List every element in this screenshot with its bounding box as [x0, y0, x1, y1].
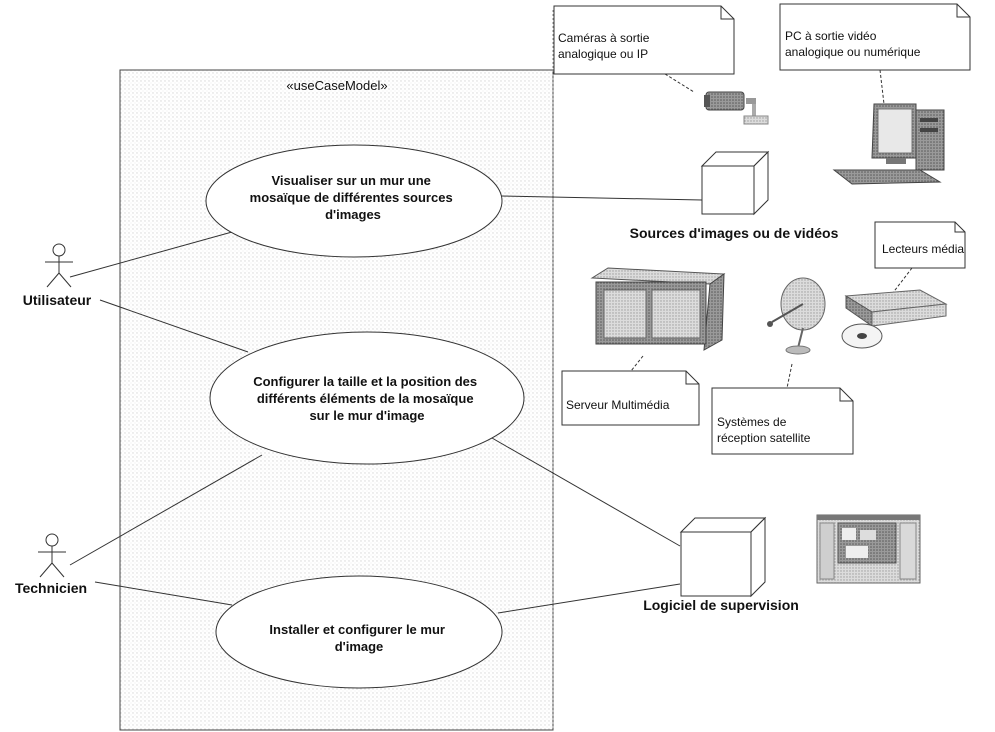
svg-text:Visualiser sur un mur une: Visualiser sur un mur une mosaïque de di…	[250, 173, 457, 222]
association-line	[99, 299, 249, 353]
note-serveur[interactable]: Serveur Multimédia	[561, 370, 700, 426]
use-case-line: Installer et configurer le mur	[269, 622, 445, 637]
use-case-installer[interactable]: Installer et configurer le mur d'image	[215, 575, 503, 689]
svg-text:Configurer la taille et la pos: Configurer la taille et la position des …	[253, 374, 481, 423]
svg-text:Serveur Multimédia: Serveur Multimédia	[566, 398, 670, 412]
note-satellite[interactable]: Systèmes de réception satellite	[711, 387, 854, 455]
association-line	[69, 454, 263, 566]
note-pc[interactable]: PC à sortie vidéo analogique ou numériqu…	[779, 3, 971, 71]
association-line	[491, 437, 681, 547]
svg-text:Installer et configurer le mur: Installer et configurer le mur d'image	[269, 622, 448, 654]
actor-utilisateur[interactable]: Utilisateur	[23, 243, 92, 308]
use-case-line: sur le mur d'image	[309, 408, 424, 423]
note-line: analogique ou IP	[558, 47, 648, 61]
associations	[69, 195, 703, 614]
association-line	[94, 581, 233, 606]
svg-text:Caméras à sortie analogi: Caméras à sortie analogique ou IP	[558, 31, 653, 61]
association-line	[69, 231, 233, 278]
svg-text:Lecteurs média: Lecteurs média	[882, 242, 964, 256]
software-screenshot-icon	[816, 514, 921, 584]
node-logiciel[interactable]: Logiciel de supervision	[643, 516, 799, 613]
actor-label: Technicien	[15, 580, 87, 596]
node-label: Sources d'images ou de vidéos	[630, 225, 839, 241]
note-lecteurs[interactable]: Lecteurs média	[874, 221, 966, 269]
note-line: Serveur Multimédia	[566, 398, 670, 412]
actor-label: Utilisateur	[23, 292, 92, 308]
association-line	[499, 195, 703, 201]
actor-technicien[interactable]: Technicien	[15, 533, 87, 596]
node-sources[interactable]: Sources d'images ou de vidéos	[630, 150, 839, 241]
note-line: Caméras à sortie	[558, 31, 650, 45]
use-case-line: d'image	[335, 639, 384, 654]
note-line: analogique ou numérique	[785, 45, 921, 59]
note-line: PC à sortie vidéo	[785, 29, 877, 43]
media-player-icon	[841, 289, 948, 349]
note-cameras[interactable]: Caméras à sortie analogique ou IP	[553, 5, 735, 75]
use-case-line: Visualiser sur un mur une	[271, 173, 430, 188]
node-label: Logiciel de supervision	[643, 597, 799, 613]
use-case-line: différents éléments de la mosaïque	[257, 391, 474, 406]
satellite-dish-icon	[767, 277, 826, 355]
use-case-visualiser[interactable]: Visualiser sur un mur une mosaïque de di…	[205, 144, 503, 258]
note-line: réception satellite	[717, 431, 811, 445]
svg-text:PC à sortie vidéo analog: PC à sortie vidéo analogique ou numériqu…	[785, 29, 921, 59]
use-case-line: mosaïque de différentes sources	[250, 190, 453, 205]
server-icon	[590, 267, 726, 351]
note-line: Lecteurs média	[882, 242, 964, 256]
note-connectors	[630, 69, 913, 389]
use-case-line: d'images	[325, 207, 381, 222]
pc-icon	[832, 103, 945, 185]
association-line	[497, 583, 681, 614]
camera-icon	[704, 91, 769, 125]
use-case-configurer[interactable]: Configurer la taille et la position des …	[209, 331, 525, 465]
note-line: Systèmes de	[717, 415, 787, 429]
svg-text:Systèmes de réception sa: Systèmes de réception satellite	[717, 415, 811, 445]
system-stereotype: «useCaseModel»	[286, 78, 387, 93]
use-case-line: Configurer la taille et la position des	[253, 374, 477, 389]
